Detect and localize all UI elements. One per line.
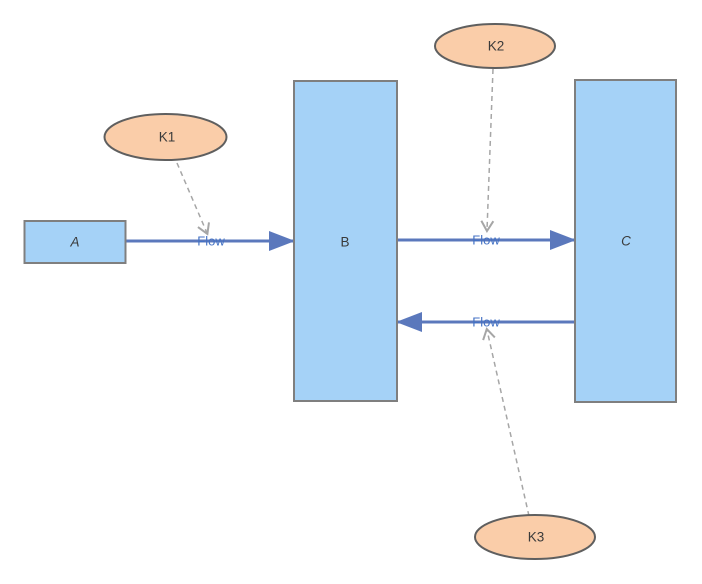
node-b-label: B bbox=[340, 235, 349, 250]
connector-k1-to-flow[interactable] bbox=[176, 162, 210, 236]
node-c-label: C bbox=[621, 234, 631, 249]
edge-a-to-b-label: Flow bbox=[197, 234, 225, 249]
node-k1-label: K1 bbox=[159, 130, 176, 145]
node-k1[interactable] bbox=[103, 113, 228, 161]
node-k3[interactable] bbox=[474, 514, 596, 560]
node-k2-label: K2 bbox=[488, 39, 505, 54]
connector-k3-to-flow[interactable] bbox=[482, 327, 530, 517]
node-a[interactable] bbox=[23, 220, 127, 264]
edge-c-to-b-label: Flow bbox=[472, 315, 500, 330]
node-b[interactable] bbox=[293, 80, 398, 402]
node-a-label: A bbox=[69, 235, 79, 250]
node-c[interactable] bbox=[574, 79, 677, 403]
node-k3-label: K3 bbox=[528, 530, 545, 545]
node-k2[interactable] bbox=[434, 23, 556, 69]
edge-b-to-c-label: Flow bbox=[472, 233, 500, 248]
